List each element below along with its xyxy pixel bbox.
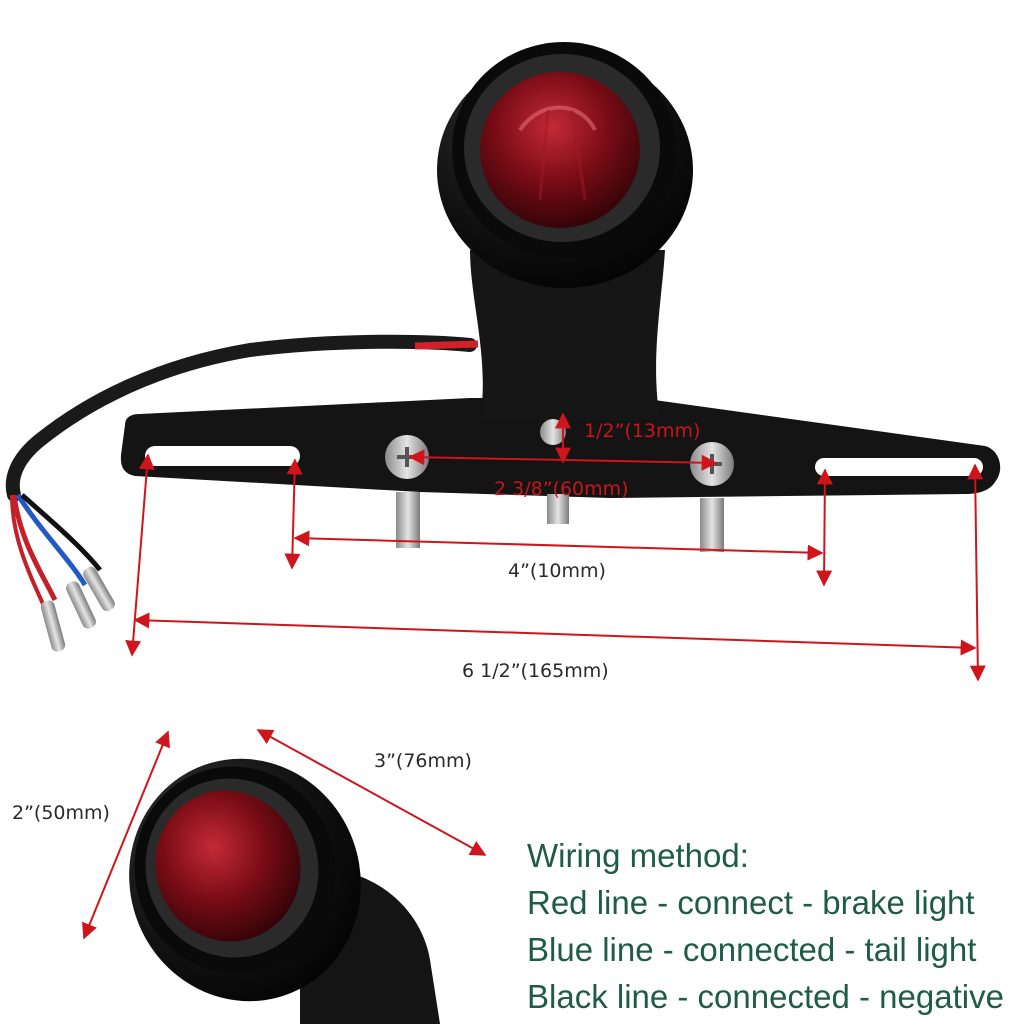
lamp-length-arrow bbox=[256, 729, 487, 856]
bottom-lamp bbox=[129, 758, 440, 1024]
bolt-spacing-label: 2 3/8”(60mm) bbox=[494, 478, 629, 500]
wiring-line-black: Black line - connected - negative bbox=[527, 978, 1004, 1015]
wiring-instructions: Wiring method: Red line - connect - brak… bbox=[527, 832, 1004, 1020]
bolt-height-label: 1/2”(13mm) bbox=[584, 420, 701, 442]
width-left-arrow bbox=[125, 453, 155, 657]
top-lamp bbox=[437, 42, 693, 288]
wiring-line-blue: Blue line - connected - tail light bbox=[527, 931, 977, 968]
width-right-arrow bbox=[967, 463, 986, 682]
wiring-line-red: Red line - connect - brake light bbox=[527, 884, 975, 921]
wire-harness bbox=[5, 334, 479, 652]
dimension-lines bbox=[82, 412, 986, 940]
lamp-length-label: 3”(76mm) bbox=[374, 750, 472, 772]
slot-left-arrow bbox=[284, 458, 303, 570]
connector-pin bbox=[83, 566, 115, 612]
slot-right-arrow bbox=[816, 468, 833, 587]
red-lens bbox=[155, 790, 301, 942]
slot-spacing-arrow bbox=[293, 530, 824, 561]
wiring-title: Wiring method: bbox=[527, 837, 749, 874]
bolt-spacing-arrow bbox=[408, 449, 718, 471]
lamp-stem bbox=[470, 250, 665, 420]
lamp-diameter-arrow bbox=[82, 730, 170, 940]
mounting-slot bbox=[145, 446, 300, 466]
overall-width-arrow bbox=[133, 612, 977, 656]
slot-spacing-label: 4”(10mm) bbox=[508, 560, 606, 582]
mounting-slot bbox=[815, 458, 983, 476]
red-lens bbox=[480, 72, 640, 228]
lamp-diameter-label: 2”(50mm) bbox=[12, 802, 110, 824]
connector-pin bbox=[66, 581, 96, 629]
connector-pin bbox=[40, 600, 66, 652]
overall-width-label: 6 1/2”(165mm) bbox=[462, 660, 609, 682]
